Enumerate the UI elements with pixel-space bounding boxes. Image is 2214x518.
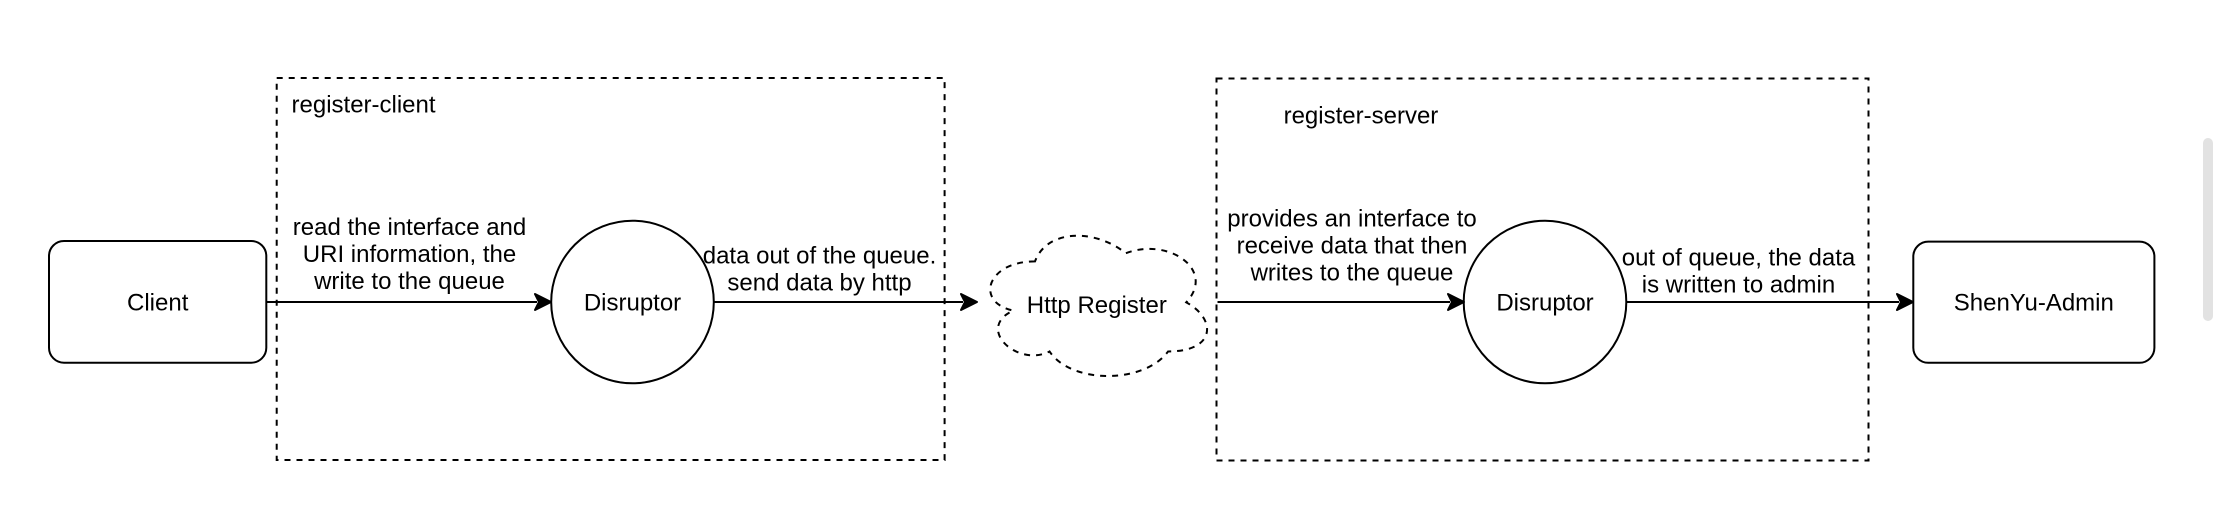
svg-text:read the interface and: read the interface and <box>293 214 527 241</box>
svg-text:Http Register: Http Register <box>1027 292 1167 319</box>
svg-text:is written to admin: is written to admin <box>1642 272 1835 299</box>
svg-text:URI information, the: URI information, the <box>303 241 516 268</box>
svg-text:writes to the queue: writes to the queue <box>1250 259 1454 286</box>
svg-text:register-client: register-client <box>292 92 436 119</box>
svg-text:ShenYu-Admin: ShenYu-Admin <box>1954 289 2114 316</box>
svg-text:Disruptor: Disruptor <box>584 289 681 316</box>
svg-text:send data by http: send data by http <box>727 270 911 297</box>
svg-text:write to the queue: write to the queue <box>313 268 505 295</box>
svg-text:receive data that then: receive data that then <box>1237 232 1468 259</box>
svg-text:register-server: register-server <box>1284 103 1439 130</box>
svg-text:data out of the queue.: data out of the queue. <box>703 243 937 270</box>
svg-text:out of queue, the data: out of queue, the data <box>1622 245 1856 272</box>
svg-text:provides an interface to: provides an interface to <box>1227 205 1476 232</box>
svg-text:Client: Client <box>127 289 189 316</box>
svg-text:Disruptor: Disruptor <box>1496 289 1593 316</box>
